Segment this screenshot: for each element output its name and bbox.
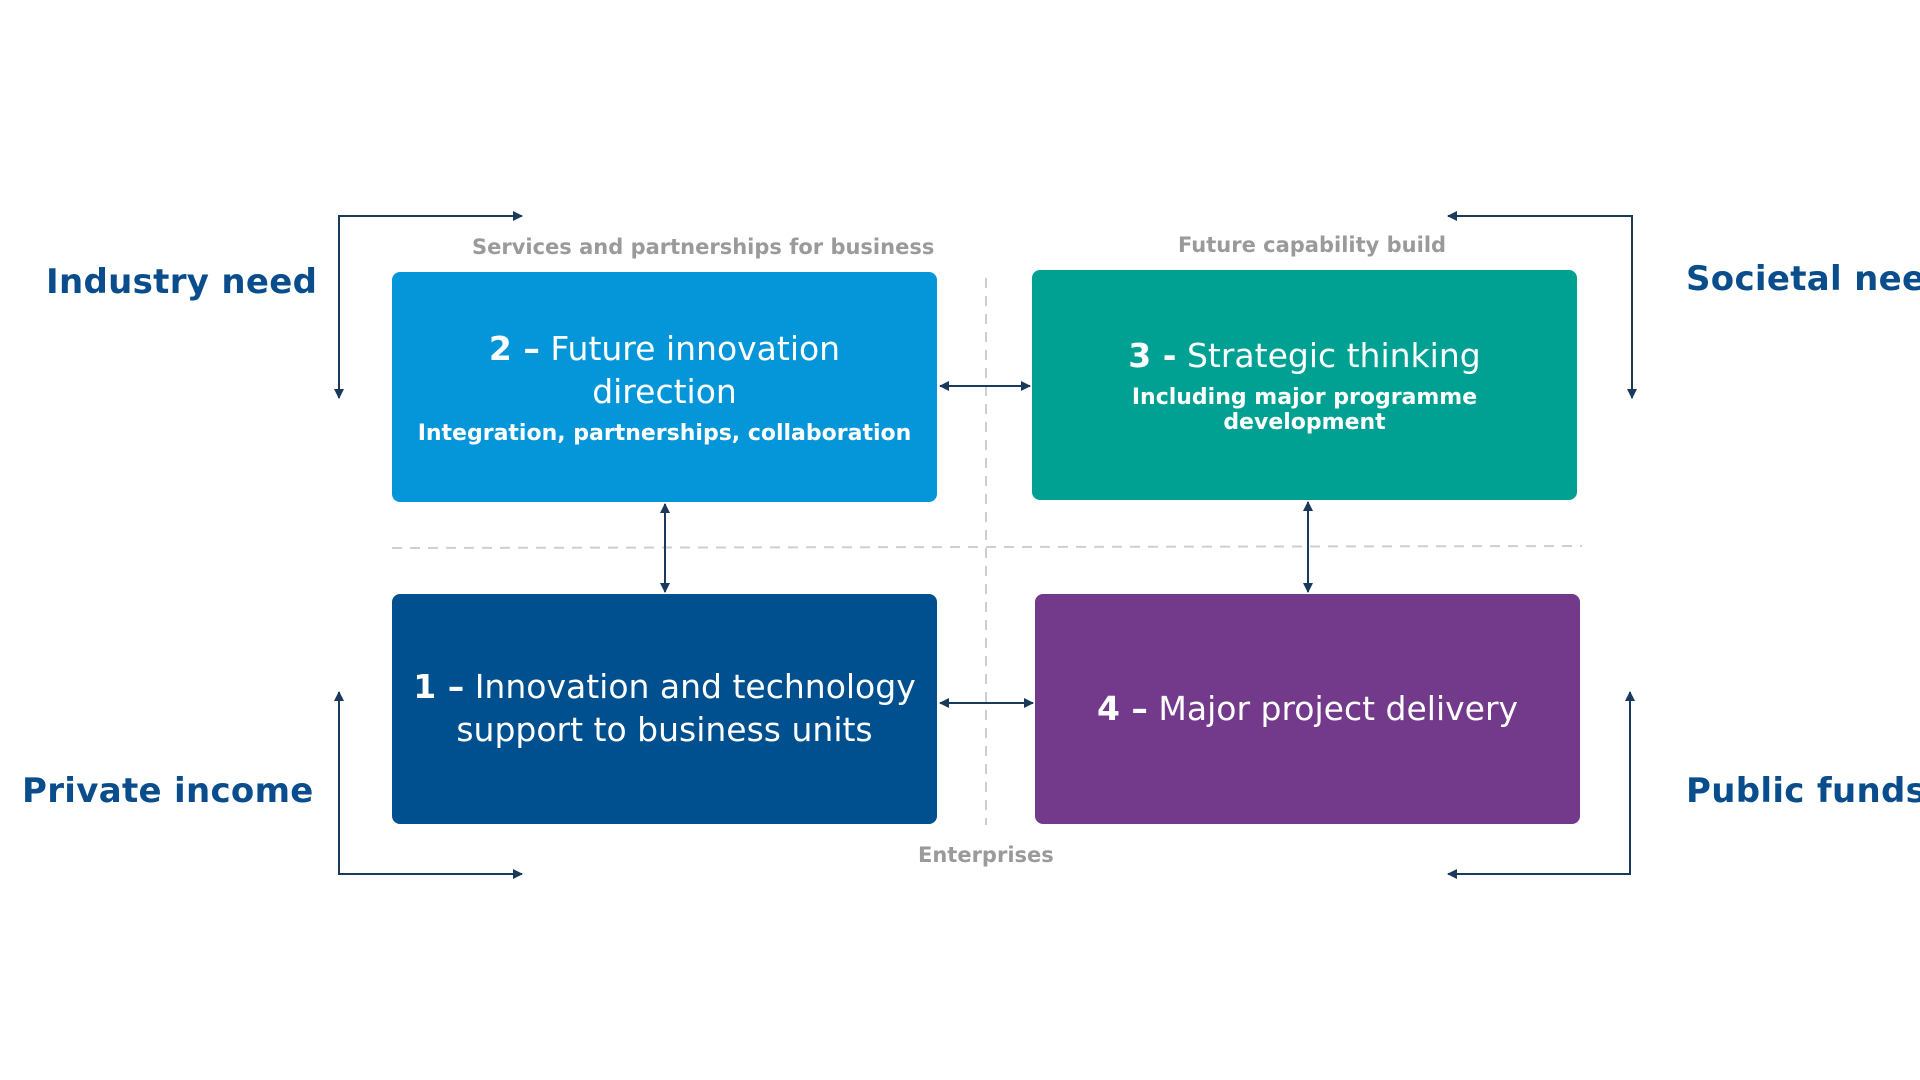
box-4-title-text: Major project delivery [1158, 688, 1519, 728]
industry-need-bracket [334, 211, 523, 399]
box-major-project-delivery: 4 – Major project delivery [1035, 594, 1580, 824]
private-income-bracket [334, 691, 523, 879]
caption-future-capability: Future capability build [1178, 233, 1447, 257]
societal-need-bracket [1447, 211, 1637, 399]
box-4-title: 4 – Major project delivery [1097, 688, 1518, 731]
caption-services-partnerships: Services and partnerships for business [472, 235, 935, 259]
box-3-subtitle: Including major programme development [1131, 385, 1478, 436]
box-future-innovation-direction: 2 – Future innovation direction Integrat… [392, 272, 937, 502]
label-private-income: Private income [22, 771, 314, 811]
box-3-title: 3 - Strategic thinking [1128, 335, 1480, 378]
box-2-subtitle: Integration, partnerships, collaboration [417, 421, 912, 447]
box-2-number: 2 – [488, 328, 540, 368]
box-strategic-thinking: 3 - Strategic thinking Including major p… [1032, 270, 1577, 500]
box-1-title-line2: support to business units [456, 710, 873, 749]
label-societal-need: Societal need [1686, 259, 1920, 299]
box-innovation-technology-support: 1 – Innovation and technology support to… [392, 594, 937, 824]
public-funds-bracket [1447, 691, 1635, 879]
box-1-number: 1 – [413, 667, 465, 707]
box-1-title-text: Innovation and technology [474, 667, 916, 707]
divider-horizontal [391, 545, 1583, 549]
box-2-title-text: Future innovation direction [550, 328, 841, 411]
label-industry-need: Industry need [46, 262, 318, 302]
box-3-title-text: Strategic thinking [1186, 335, 1481, 375]
box-4-number: 4 – [1096, 688, 1148, 728]
caption-enterprises: Enterprises [918, 843, 1054, 867]
box-1-title: 1 – Innovation and technology [413, 666, 915, 709]
box-2-title: 2 – Future innovation direction [412, 328, 917, 414]
label-public-funds: Public funds [1686, 771, 1920, 811]
box-3-number: 3 - [1128, 335, 1177, 375]
